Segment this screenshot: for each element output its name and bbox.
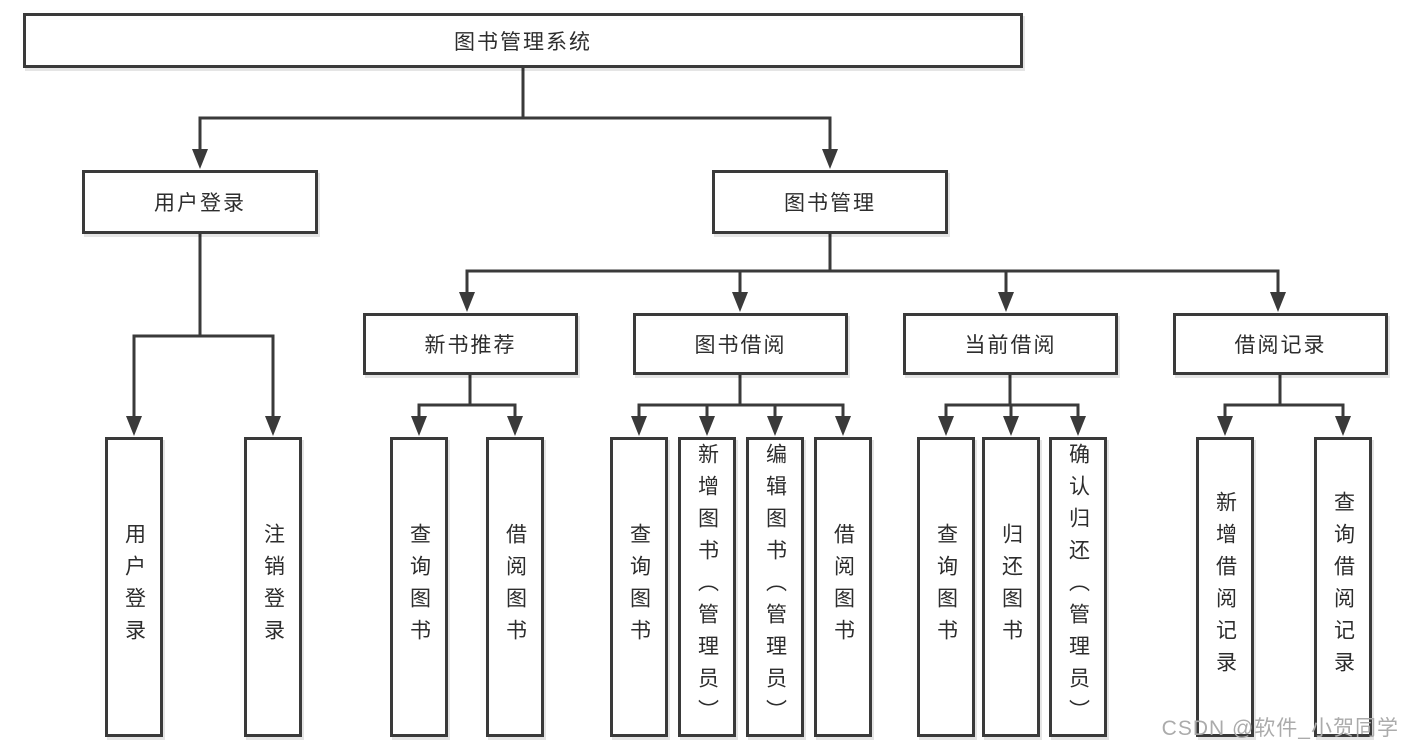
node-root-system: 图书管理系统 bbox=[23, 13, 1023, 68]
node-label: 新增图书（管理员） bbox=[695, 443, 719, 731]
node-borrow-books-recommend: 借阅图书 bbox=[486, 437, 544, 737]
node-user-login-action: 用户登录 bbox=[105, 437, 163, 737]
node-query-books-current: 查询图书 bbox=[917, 437, 975, 737]
node-label: 借阅图书 bbox=[503, 523, 527, 651]
node-edit-books-admin: 编辑图书（管理员） bbox=[746, 437, 804, 737]
node-return-books: 归还图书 bbox=[982, 437, 1040, 737]
node-label: 新书推荐 bbox=[424, 334, 517, 357]
node-current-borrow: 当前借阅 bbox=[903, 313, 1118, 375]
node-label: 注销登录 bbox=[261, 523, 285, 651]
node-new-book-recommend: 新书推荐 bbox=[363, 313, 578, 375]
node-label: 查询借阅记录 bbox=[1331, 491, 1355, 683]
node-logout-action: 注销登录 bbox=[244, 437, 302, 737]
node-label: 查询图书 bbox=[934, 523, 958, 651]
node-label: 归还图书 bbox=[999, 523, 1023, 651]
node-label: 查询图书 bbox=[407, 523, 431, 651]
node-add-borrow-record: 新增借阅记录 bbox=[1196, 437, 1254, 737]
node-borrow-books-action: 借阅图书 bbox=[814, 437, 872, 737]
node-label: 图书借阅 bbox=[694, 334, 787, 357]
node-label: 借阅记录 bbox=[1234, 334, 1327, 357]
node-label: 借阅图书 bbox=[831, 523, 855, 651]
node-book-borrow: 图书借阅 bbox=[633, 313, 848, 375]
node-query-books-borrow: 查询图书 bbox=[610, 437, 668, 737]
node-borrow-records: 借阅记录 bbox=[1173, 313, 1388, 375]
node-add-books-admin: 新增图书（管理员） bbox=[678, 437, 736, 737]
node-label: 图书管理系统 bbox=[454, 30, 592, 54]
node-label: 用户登录 bbox=[154, 192, 246, 215]
node-label: 确认归还（管理员） bbox=[1066, 443, 1090, 731]
node-label: 当前借阅 bbox=[964, 334, 1057, 357]
node-label: 新增借阅记录 bbox=[1213, 491, 1237, 683]
node-query-borrow-record: 查询借阅记录 bbox=[1314, 437, 1372, 737]
node-label: 查询图书 bbox=[627, 523, 651, 651]
node-book-management: 图书管理 bbox=[712, 170, 948, 234]
node-confirm-return-admin: 确认归还（管理员） bbox=[1049, 437, 1107, 737]
csdn-watermark: CSDN @软件_小贺同学 bbox=[1161, 717, 1399, 740]
arrowheads bbox=[126, 149, 1351, 436]
node-label: 图书管理 bbox=[784, 192, 876, 215]
node-label: 编辑图书（管理员） bbox=[763, 443, 787, 731]
node-query-books-recommend: 查询图书 bbox=[390, 437, 448, 737]
node-user-login: 用户登录 bbox=[82, 170, 318, 234]
node-label: 用户登录 bbox=[122, 523, 146, 651]
